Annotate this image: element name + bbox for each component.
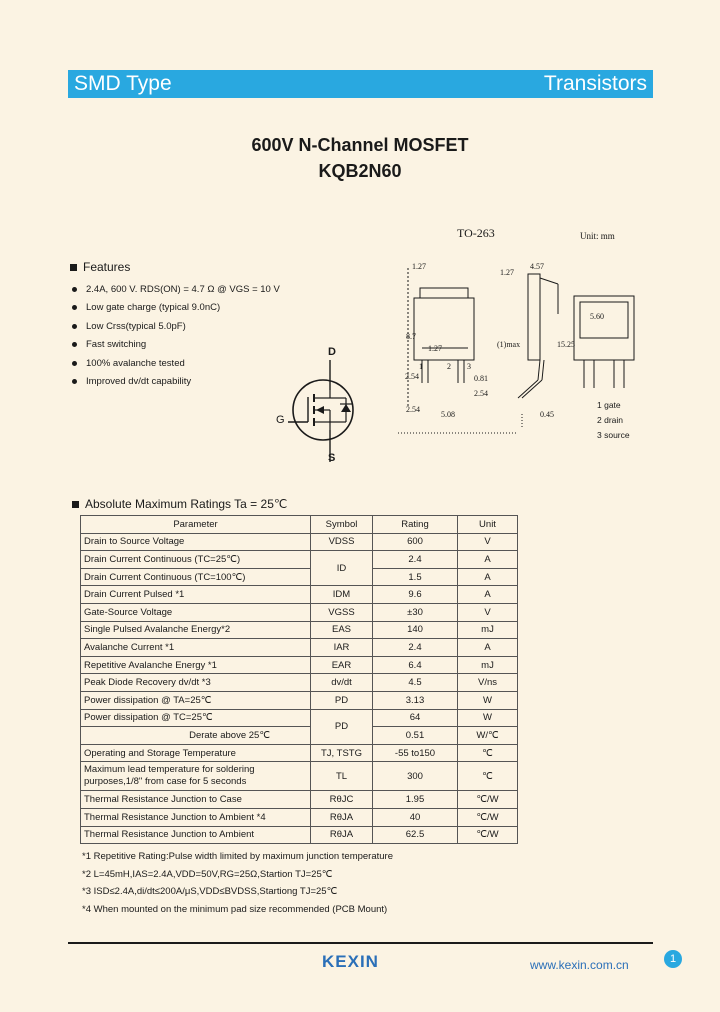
footer-divider <box>68 942 653 944</box>
dim-label: 5.08 <box>441 410 455 419</box>
pin-number-label: 1 <box>419 362 423 371</box>
units-label: Unit: mm <box>580 231 615 241</box>
table-header-row: Parameter Symbol Rating Unit <box>80 515 518 534</box>
column-header: Symbol <box>310 515 373 534</box>
pin-legend-source: 3 source <box>597 430 630 440</box>
dim-label: 2.54 <box>474 389 488 398</box>
dim-label: 0.81 <box>474 374 488 383</box>
pin-number-label: 2 <box>447 362 451 371</box>
company-logo: KEXIN <box>322 952 379 971</box>
bullet-dot-icon <box>72 305 77 311</box>
table-row: Maximum lead temperature for soldering p… <box>80 761 518 792</box>
bullet-square-icon <box>72 500 79 508</box>
company-url[interactable]: www.kexin.com.cn <box>530 958 629 972</box>
column-header: Unit <box>457 515 518 534</box>
table-row: Thermal Resistance Junction to Ambient *… <box>80 807 518 827</box>
dim-label: 5.60 <box>590 312 604 321</box>
dim-label: 0.45 <box>540 410 554 419</box>
list-item: Fast switching <box>72 336 280 355</box>
list-item: Improved dv/dt capability <box>72 373 280 392</box>
bullet-dot-icon <box>72 286 77 292</box>
bullet-dot-icon <box>72 379 77 385</box>
header-category: SMD Type <box>74 72 172 95</box>
dim-label: 1.27 <box>500 268 514 277</box>
drain-label: D <box>328 346 336 358</box>
part-number: KQB2N60 <box>318 161 402 181</box>
dim-label: 15.25 <box>557 340 575 349</box>
column-header: Rating <box>372 515 458 534</box>
column-header: Parameter <box>80 515 311 534</box>
pin-legend-gate: 1 gate <box>597 400 621 410</box>
ratings-heading-text: Absolute Maximum Ratings Ta = 25℃ <box>85 497 288 511</box>
dim-label: 2.54 <box>405 372 419 381</box>
dim-label: 1.27 <box>428 344 442 353</box>
footnote: *4 When mounted on the minimum pad size … <box>82 903 388 915</box>
page-number: 1 <box>664 950 682 968</box>
dim-label: 1.27 <box>412 262 426 271</box>
ratings-heading: Absolute Maximum Ratings Ta = 25℃ <box>72 497 287 511</box>
ratings-table: Parameter Symbol Rating Unit Drain to So… <box>80 515 518 845</box>
package-name: TO-263 <box>457 226 495 240</box>
features-heading-text: Features <box>83 260 131 274</box>
header-product-type: Transistors <box>543 72 647 95</box>
footnote: *3 ISD≤2.4A,di/dt≤200A/μS,VDD≤BVDSS,Star… <box>82 886 338 897</box>
dim-label: (1)max <box>497 340 521 349</box>
page-title: 600V N-Channel MOSFET <box>251 135 469 155</box>
footnote: *1 Repetitive Rating:Pulse width limited… <box>82 851 393 862</box>
source-label: S <box>328 452 336 464</box>
dim-label: 8.7 <box>406 332 416 341</box>
bullet-square-icon <box>70 263 77 271</box>
header-banner: SMD Type Transistors <box>68 70 653 98</box>
bullet-dot-icon <box>72 342 77 348</box>
dim-label: 4.57 <box>530 262 544 271</box>
package-outline-drawing <box>398 268 635 434</box>
footnotes: *1 Repetitive Rating:Pulse width limited… <box>82 848 393 918</box>
footnote: *2 L=45mH,IAS=2.4A,VDD=50V,RG=25Ω,Starti… <box>82 868 333 880</box>
pin-legend-drain: 2 drain <box>597 415 623 425</box>
gate-label: G <box>276 414 285 426</box>
list-item: Low Crss(typical 5.0pF) <box>72 317 280 336</box>
dim-label: 2.54 <box>406 405 420 414</box>
pin-legend: 1 gate 2 drain 3 source <box>597 398 630 443</box>
list-item: 100% avalanche tested <box>72 354 280 373</box>
pin-number-label: 3 <box>467 362 471 371</box>
features-heading: Features <box>70 260 130 274</box>
list-item: Low gate charge (typical 9.0nC) <box>72 299 280 318</box>
list-item: 2.4A, 600 V. RDS(ON) = 4.7 Ω @ VGS = 10 … <box>72 280 280 299</box>
mosfet-symbol-icon <box>288 360 354 462</box>
bullet-dot-icon <box>72 323 77 329</box>
bullet-dot-icon <box>72 360 77 366</box>
features-list: 2.4A, 600 V. RDS(ON) = 4.7 Ω @ VGS = 10 … <box>72 280 280 391</box>
